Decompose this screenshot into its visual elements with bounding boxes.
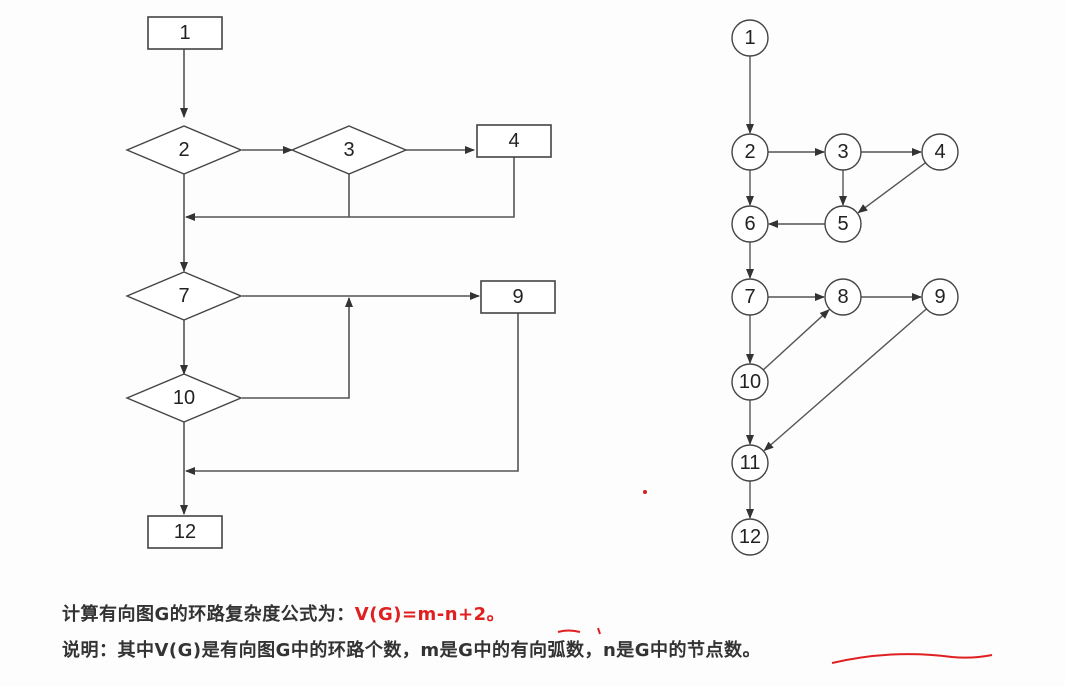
node-circle (731, 19, 769, 57)
flowchart-node-9: 9 (480, 280, 556, 314)
node-circle (824, 205, 862, 243)
formula-line: 计算有向图G的环路复杂度公式为：V(G)=m-n+2。 (62, 600, 505, 626)
process-box (147, 515, 223, 549)
graph-node-4: 4 (921, 133, 959, 171)
process-box (147, 16, 223, 50)
process-box (476, 124, 552, 158)
graph-node-12: 12 (731, 518, 769, 556)
node-label: 6 (744, 213, 755, 235)
node-label: 4 (508, 130, 519, 152)
node-label: 8 (837, 286, 848, 308)
node-label: 12 (174, 521, 196, 543)
graph-node-7: 7 (731, 278, 769, 316)
graph-node-6: 6 (731, 205, 769, 243)
decision-diamond (125, 271, 243, 321)
graph-node-11: 11 (731, 444, 769, 482)
node-circle (731, 518, 769, 556)
node-circle (731, 205, 769, 243)
node-label: 2 (744, 141, 755, 163)
node-label: 7 (178, 285, 189, 307)
node-circle (921, 278, 959, 316)
node-circle (824, 278, 862, 316)
edge-9-11 (763, 308, 927, 452)
node-circle (731, 133, 769, 171)
red-dot (643, 490, 647, 494)
node-label: 5 (837, 213, 848, 235)
flowchart-node-10: 10 (125, 373, 243, 423)
flowchart-node-12: 12 (147, 515, 223, 549)
red-annotations (557, 627, 993, 664)
node-label: 12 (739, 526, 761, 548)
node-circle (731, 278, 769, 316)
node-label: 2 (178, 139, 189, 161)
node-circle (731, 444, 769, 482)
node-circle (731, 363, 769, 401)
formula-intro: 计算有向图G的环路复杂度公式为： (62, 604, 355, 625)
decision-diamond (125, 125, 243, 175)
formula: V(G)=m-n+2 (354, 604, 487, 625)
node-label: 3 (837, 141, 848, 163)
graph-node-1: 1 (731, 19, 769, 57)
node-circle (824, 133, 862, 171)
decision-diamond (290, 125, 408, 175)
graph-node-3: 3 (824, 133, 862, 171)
explanation-line: 说明：其中V(G)是有向图G中的环路个数，m是G中的有向弧数，n是G中的节点数。 (62, 640, 762, 661)
edge-4-5 (857, 162, 926, 214)
node-label: 11 (740, 452, 761, 474)
node-label: 9 (934, 286, 945, 308)
graph-node-8: 8 (824, 278, 862, 316)
graph-node-2: 2 (731, 133, 769, 171)
node-label: 9 (512, 286, 523, 308)
flowchart-node-3: 3 (290, 125, 408, 175)
node-label: 1 (179, 22, 190, 44)
node-label: 4 (934, 141, 945, 163)
flowchart-node-7: 7 (125, 271, 243, 321)
graph-node-10: 10 (731, 363, 769, 401)
decision-diamond (125, 373, 243, 423)
node-label: 10 (739, 371, 761, 393)
process-box (480, 280, 556, 314)
flowchart-node-2: 2 (125, 125, 243, 175)
edge-10-8 (762, 309, 830, 371)
flowchart-connectors (180, 49, 519, 515)
node-label: 7 (744, 286, 755, 308)
flowchart-node-1: 1 (147, 16, 223, 50)
flowgraph-edges (746, 56, 927, 519)
graph-node-9: 9 (921, 278, 959, 316)
graph-node-5: 5 (824, 205, 862, 243)
node-label: 10 (173, 387, 195, 409)
formula-suffix: 。 (486, 604, 506, 625)
flowchart-node-4: 4 (476, 124, 552, 158)
node-circle (921, 133, 959, 171)
node-label: 1 (744, 27, 755, 49)
node-label: 3 (343, 139, 354, 161)
